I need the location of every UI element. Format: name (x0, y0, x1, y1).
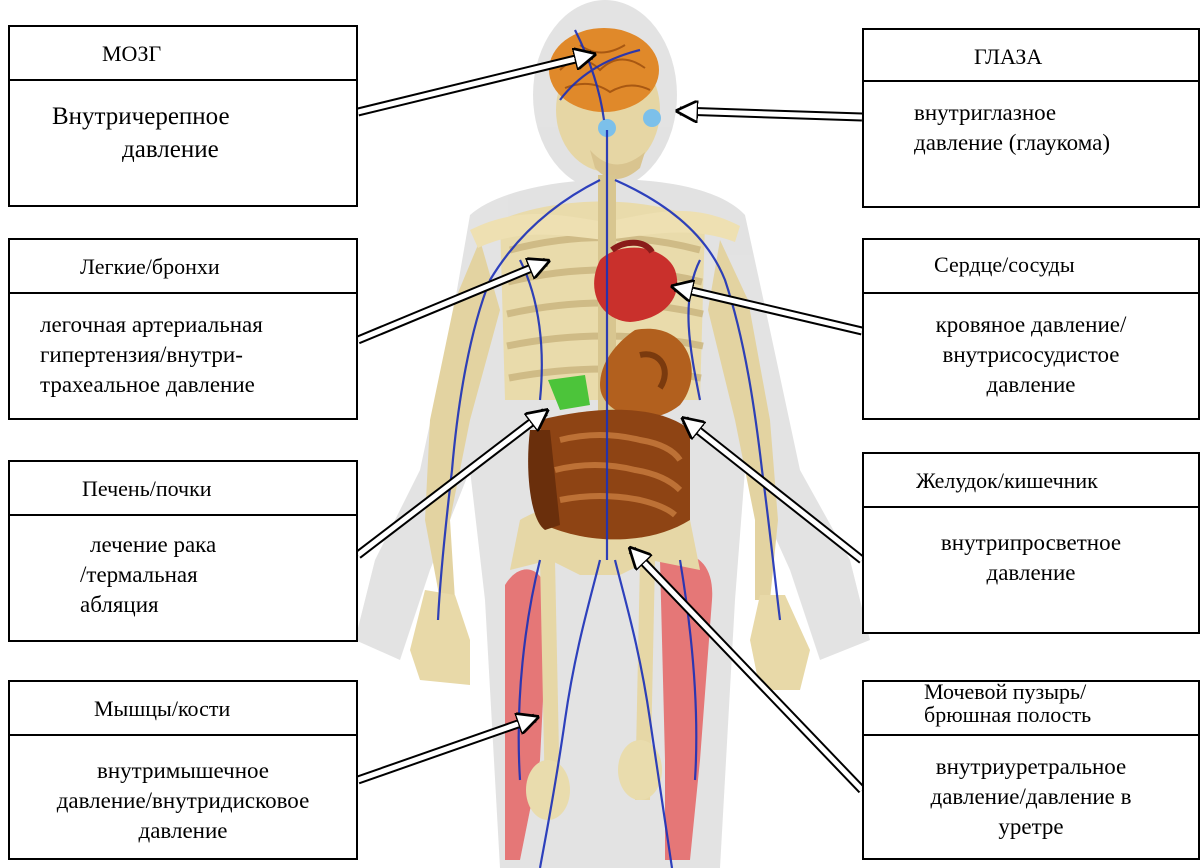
label-box-title: Сердце/сосуды (864, 240, 1198, 294)
label-box-title: Легкие/бронхи (10, 240, 356, 294)
label-box-text: легочная артериальная гипертензия/внутри… (10, 294, 356, 418)
label-box-title: Печень/почки (10, 462, 356, 516)
label-box-eyes: ГЛАЗА внутриглазное давление (глаукома) (862, 28, 1200, 208)
label-box-brain: МОЗГ Внутричерепное давление (8, 25, 358, 207)
label-box-text: внутримышечное давление/внутридисковое д… (10, 736, 356, 858)
label-box-title: Желудок/кишечник (864, 454, 1198, 508)
label-box-title: Мышцы/кости (10, 682, 356, 736)
label-box-text: лечение рака /термальная абляция (10, 516, 356, 640)
label-box-heart-vessels: Сердце/сосуды кровяное давление/ внутрис… (862, 238, 1200, 420)
label-box-stomach-intestine: Желудок/кишечник внутрипросветное давлен… (862, 452, 1200, 634)
label-box-title: Мочевой пузырь/ брюшная полость (864, 682, 1198, 736)
label-box-text: внутрипросветное давление (864, 508, 1198, 632)
label-box-bladder-abdomen: Мочевой пузырь/ брюшная полость внутриур… (862, 680, 1200, 860)
label-box-liver-kidneys: Печень/почки лечение рака /термальная аб… (8, 460, 358, 642)
label-box-title: МОЗГ (10, 27, 356, 81)
label-box-title: ГЛАЗА (864, 30, 1198, 82)
label-box-lungs: Легкие/бронхи легочная артериальная гипе… (8, 238, 358, 420)
label-box-muscles-bones: Мышцы/кости внутримышечное давление/внут… (8, 680, 358, 860)
label-box-text: Внутричерепное давление (10, 81, 356, 205)
label-box-text: внутриуретральное давление/давление в ур… (864, 736, 1198, 858)
label-box-text: внутриглазное давление (глаукома) (864, 82, 1198, 206)
label-box-text: кровяное давление/ внутрисосудистое давл… (864, 294, 1198, 418)
